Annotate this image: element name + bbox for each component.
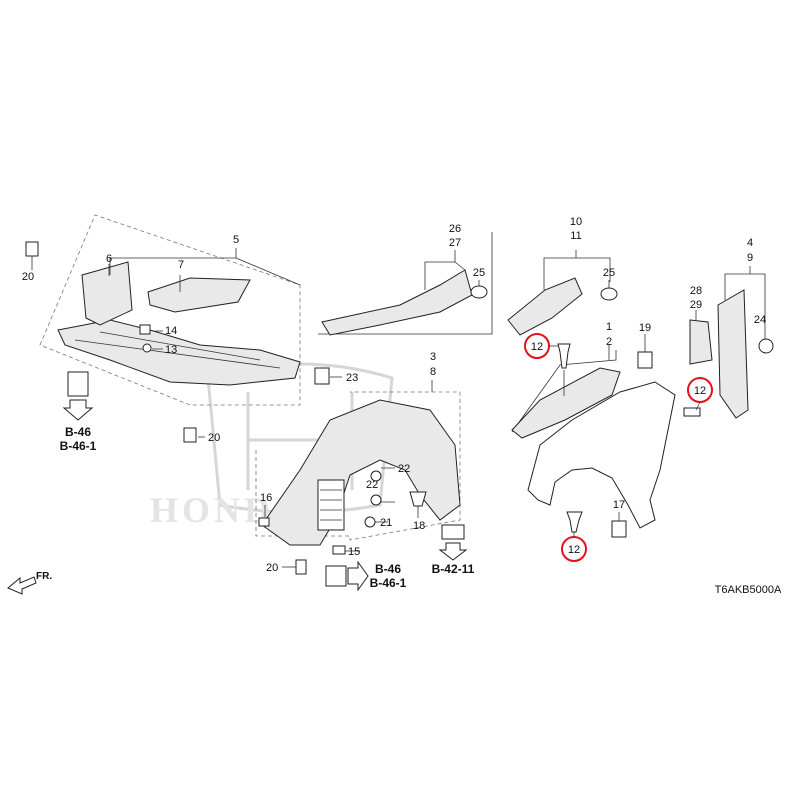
label-9: 9: [747, 252, 753, 264]
label-2: 2: [606, 336, 612, 348]
screw-13-shape: [142, 343, 152, 353]
highlighted-part-12: 12 12 12: [524, 333, 713, 562]
clip-16-shape: [258, 517, 270, 527]
clip-22-upper-shape: [370, 470, 382, 482]
right-arrow-icon: [347, 560, 369, 592]
ref-b46-left[interactable]: B-46: [65, 425, 91, 439]
ref-clip-b42-shape: [441, 524, 465, 540]
label-20-b: 20: [208, 432, 220, 444]
screw-21-shape: [364, 516, 376, 528]
label-1: 1: [606, 321, 612, 333]
splash-shield-part: [81, 261, 133, 326]
side-bracket-group: [689, 266, 774, 419]
bolt-12-right-shape: [683, 407, 701, 417]
label-20-a: 20: [22, 271, 34, 283]
side-bracket-part: [717, 289, 749, 419]
label-25-b: 25: [603, 267, 615, 279]
inner-fender-dashed-frame: [255, 391, 461, 541]
label-24: 24: [754, 314, 766, 326]
fender-seal-part: [507, 277, 583, 336]
clip-23-shape: [314, 367, 330, 385]
ref-b46-1-center[interactable]: B-46-1: [370, 576, 407, 590]
part-labels: 5 6 7 20 14 13 23 20 3 8 22 22 16 21 18 …: [22, 216, 766, 574]
ref-clip-b46-center-shape: [325, 565, 347, 587]
label-12-top: 12: [531, 341, 543, 353]
label-4: 4: [747, 237, 753, 249]
clip-22-lower-shape: [370, 494, 382, 506]
bolt-20-lower-shape: [183, 427, 197, 443]
fender-upper-part: [511, 367, 621, 439]
label-11: 11: [570, 230, 581, 242]
bolt-12-top-shape: [557, 343, 571, 369]
spacer-part: [689, 319, 713, 365]
fender-group: [511, 334, 701, 538]
clip-24-shape: [758, 338, 774, 354]
clip-15-shape: [332, 545, 346, 555]
bolt-12-bottom-shape: [566, 511, 583, 533]
seal-group: [318, 232, 493, 336]
label-10: 10: [570, 216, 582, 228]
label-7: 7: [178, 259, 184, 271]
clip-18-shape: [409, 491, 427, 507]
inner-fender-part: [261, 399, 461, 546]
label-28: 28: [690, 285, 702, 297]
label-23: 23: [346, 372, 358, 384]
front-direction-indicator: FR.: [7, 571, 52, 595]
fender-seal-group: [507, 250, 618, 336]
label-18: 18: [413, 520, 425, 532]
bolt-20-top-shape: [25, 241, 39, 257]
front-direction-label: FR.: [36, 571, 52, 582]
clip-25-right-shape: [600, 287, 618, 301]
undercover-group: [25, 214, 342, 443]
label-12-bottom: 12: [568, 544, 580, 556]
label-13: 13: [165, 344, 177, 356]
label-5: 5: [233, 234, 239, 246]
nut-17-shape: [611, 520, 627, 538]
label-6: 6: [106, 253, 112, 265]
label-25-a: 25: [473, 267, 485, 279]
label-19: 19: [639, 322, 651, 334]
ref-clip-b46-shape: [67, 371, 89, 397]
label-3: 3: [430, 351, 436, 363]
ref-b42-11[interactable]: B-42-11: [432, 562, 475, 576]
label-8: 8: [430, 366, 436, 378]
hood-seal-part: [321, 269, 473, 336]
clip-25-left-shape: [470, 285, 488, 299]
down-arrow-icon: [62, 399, 94, 421]
label-27: 27: [449, 237, 461, 249]
front-arrow-icon: [7, 576, 37, 595]
ref-b46-1-left[interactable]: B-46-1: [60, 439, 97, 453]
section-references: B-46 B-46-1 B-46 B-46-1 B-42-11: [60, 425, 475, 590]
label-17: 17: [613, 499, 625, 511]
label-29: 29: [690, 299, 702, 311]
bracket-19-shape: [637, 351, 653, 369]
label-12-right: 12: [694, 385, 706, 397]
label-20-c: 20: [266, 562, 278, 574]
ref-b46-center[interactable]: B-46: [375, 562, 401, 576]
bolt-20-center-shape: [295, 559, 307, 575]
label-21: 21: [380, 517, 392, 529]
label-22-b: 22: [366, 479, 378, 491]
label-15: 15: [348, 546, 360, 558]
air-guide-part: [147, 277, 251, 313]
front-fender-part: [527, 381, 676, 529]
label-22-a: 22: [398, 463, 410, 475]
label-26: 26: [449, 223, 461, 235]
inner-fender-grille: [317, 479, 345, 531]
under-cover-plate: [57, 319, 301, 386]
diagram-code: T6AKB5000A: [715, 584, 782, 596]
down-arrow-b42-icon: [438, 542, 468, 561]
label-16: 16: [260, 492, 272, 504]
inner-fender-group: [255, 380, 468, 592]
clip-14-shape: [139, 324, 151, 335]
label-14: 14: [165, 325, 177, 337]
